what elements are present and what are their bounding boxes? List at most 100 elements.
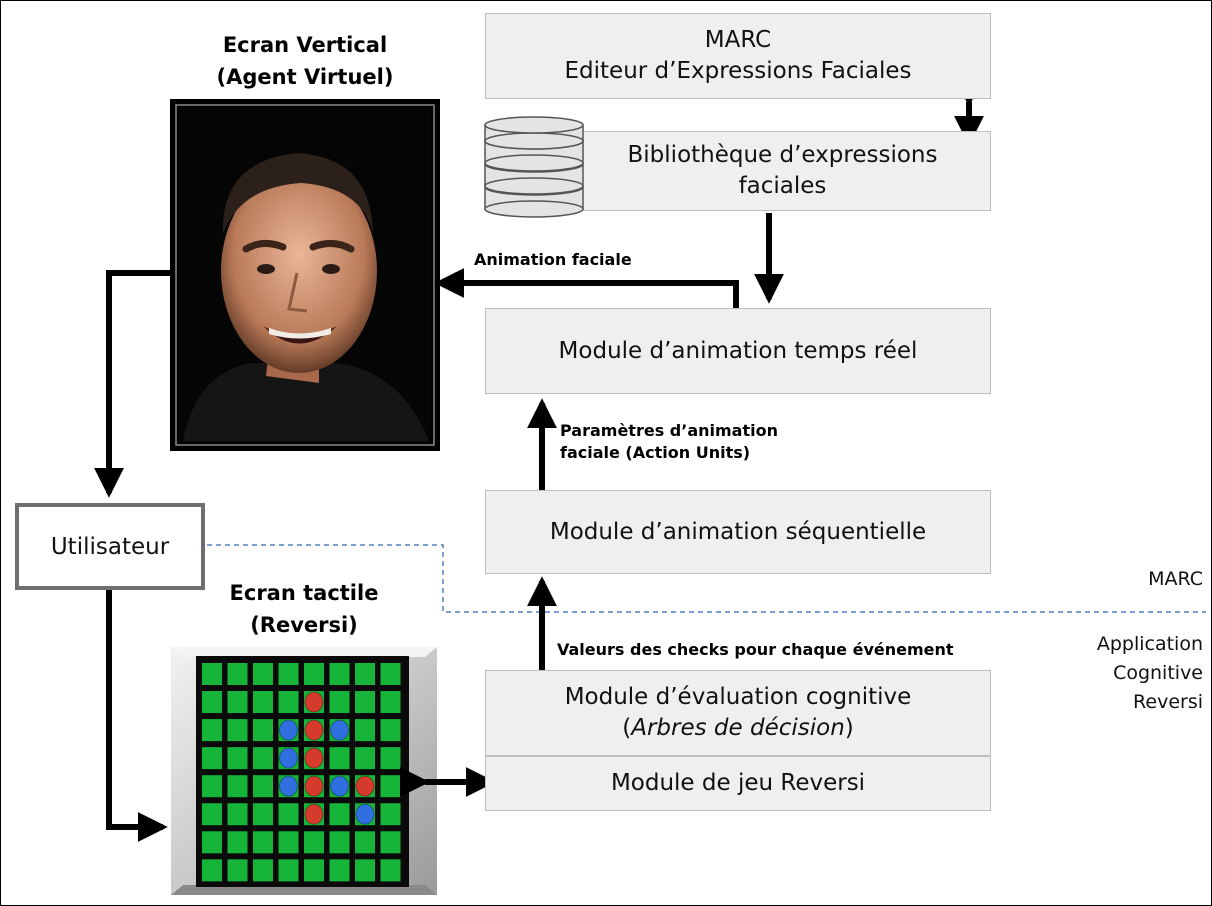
marc-editor-line2: Editeur d’Expressions Faciales xyxy=(564,58,912,84)
board-cell xyxy=(253,663,273,685)
board-cell xyxy=(202,691,222,714)
board-cell xyxy=(253,775,273,798)
board-cell xyxy=(202,859,222,882)
board-cell xyxy=(380,803,401,826)
board-cell xyxy=(329,859,350,882)
board-cell xyxy=(227,775,248,798)
board-cell xyxy=(202,747,222,770)
vertical-screen-title: Ecran Vertical (Agent Virtuel) xyxy=(170,29,440,93)
board-cell xyxy=(380,719,401,742)
board-cell xyxy=(355,859,375,882)
board-cell xyxy=(380,663,401,685)
board-cell xyxy=(329,663,350,685)
marc-editor-line1: MARC xyxy=(704,27,772,53)
board-cell xyxy=(304,859,324,882)
blue-piece xyxy=(330,719,349,741)
red-piece xyxy=(304,775,324,797)
board-cell xyxy=(355,747,375,770)
application-line2: Cognitive xyxy=(1113,662,1203,684)
red-piece xyxy=(304,747,324,769)
marc-application-separator xyxy=(207,544,1206,613)
library-line2: faciales xyxy=(738,173,827,199)
reversi-game-label: Module de jeu Reversi xyxy=(610,770,866,796)
application-side-label: Application Cognitive Reversi xyxy=(1097,630,1203,717)
board-cell xyxy=(329,803,350,826)
touch-screen-title-line1: Ecran tactile xyxy=(229,581,379,605)
board-cell xyxy=(380,831,401,854)
valeurs-checks-label: Valeurs des checks pour chaque événement xyxy=(557,640,954,659)
vertical-screen-title-line2: (Agent Virtuel) xyxy=(216,65,394,89)
user-box: Utilisateur xyxy=(15,503,205,590)
parametres-line1: Paramètres d’animation xyxy=(560,421,778,440)
board-cell xyxy=(202,803,222,826)
sequential-label: Module d’animation séquentielle xyxy=(549,518,927,545)
touch-screen-title-line2: (Reversi) xyxy=(250,613,358,637)
red-piece xyxy=(304,803,324,825)
marc-side-label: MARC xyxy=(1148,568,1203,590)
expression-library-box: Bibliothèque d’expressions faciales xyxy=(574,131,991,211)
blue-piece xyxy=(279,719,298,741)
cognitive-paren-close: ) xyxy=(844,715,854,741)
board-cell xyxy=(329,691,350,714)
reversi-board-graphic xyxy=(171,647,437,895)
red-piece xyxy=(304,719,324,741)
board-cell xyxy=(227,747,248,770)
board-cell xyxy=(227,831,248,854)
board-cell xyxy=(253,859,273,882)
board-cell xyxy=(380,691,401,714)
parametres-label: Paramètres d’animation faciale (Action U… xyxy=(560,420,778,464)
board-cell xyxy=(304,831,324,854)
arrow-user-board xyxy=(106,590,168,842)
board-cell xyxy=(355,663,375,685)
cognitive-paren-open: ( xyxy=(622,715,632,741)
board-cell xyxy=(253,747,273,770)
board-cell xyxy=(304,663,324,685)
blue-piece xyxy=(279,747,298,769)
red-piece xyxy=(355,775,375,797)
marc-editor-box: MARC Editeur d’Expressions Faciales xyxy=(485,13,991,99)
library-line1: Bibliothèque d’expressions xyxy=(627,142,938,168)
board-cell xyxy=(227,663,248,685)
reversi-game-box: Module de jeu Reversi xyxy=(485,756,991,811)
board-cell xyxy=(227,719,248,742)
cognitive-line2: (Arbres de décision) xyxy=(622,713,854,744)
cognitive-decision-trees: Arbres de décision xyxy=(631,715,845,741)
animation-faciale-label: Animation faciale xyxy=(474,250,632,269)
board-cell xyxy=(227,691,248,714)
application-line3: Reversi xyxy=(1133,691,1203,713)
parametres-line2: faciale (Action Units) xyxy=(560,443,751,462)
realtime-label: Module d’animation temps réel xyxy=(558,337,918,364)
application-line1: Application xyxy=(1096,633,1203,655)
board-cell xyxy=(355,691,375,714)
board-cell xyxy=(380,859,401,882)
red-piece xyxy=(304,691,324,713)
board-cell xyxy=(355,831,375,854)
connectors xyxy=(94,76,984,842)
blue-piece xyxy=(355,803,375,825)
board-cell xyxy=(329,831,350,854)
board-cell xyxy=(278,803,299,826)
cognitive-evaluation-box: Module d’évaluation cognitive (Arbres de… xyxy=(485,670,991,756)
arrow-animation-faciale xyxy=(434,268,739,308)
blue-piece xyxy=(330,775,349,797)
board-cell xyxy=(202,719,222,742)
board-cell xyxy=(227,803,248,826)
board-cell xyxy=(227,859,248,882)
board-cell xyxy=(278,831,299,854)
board-cell xyxy=(278,859,299,882)
board-cell xyxy=(253,831,273,854)
touch-screen-title: Ecran tactile (Reversi) xyxy=(171,577,437,641)
blue-piece xyxy=(279,775,298,797)
board-cell xyxy=(253,691,273,714)
vertical-screen-title-line1: Ecran Vertical xyxy=(222,33,388,57)
board-cell xyxy=(278,691,299,714)
realtime-animation-box: Module d’animation temps réel xyxy=(485,308,991,394)
cognitive-line1: Module d’évaluation cognitive xyxy=(564,684,912,710)
sequential-animation-box: Module d’animation séquentielle xyxy=(485,490,991,574)
board-cell xyxy=(253,803,273,826)
virtual-agent-face-icon xyxy=(183,153,429,441)
board-cell xyxy=(202,831,222,854)
board-cell xyxy=(278,663,299,685)
